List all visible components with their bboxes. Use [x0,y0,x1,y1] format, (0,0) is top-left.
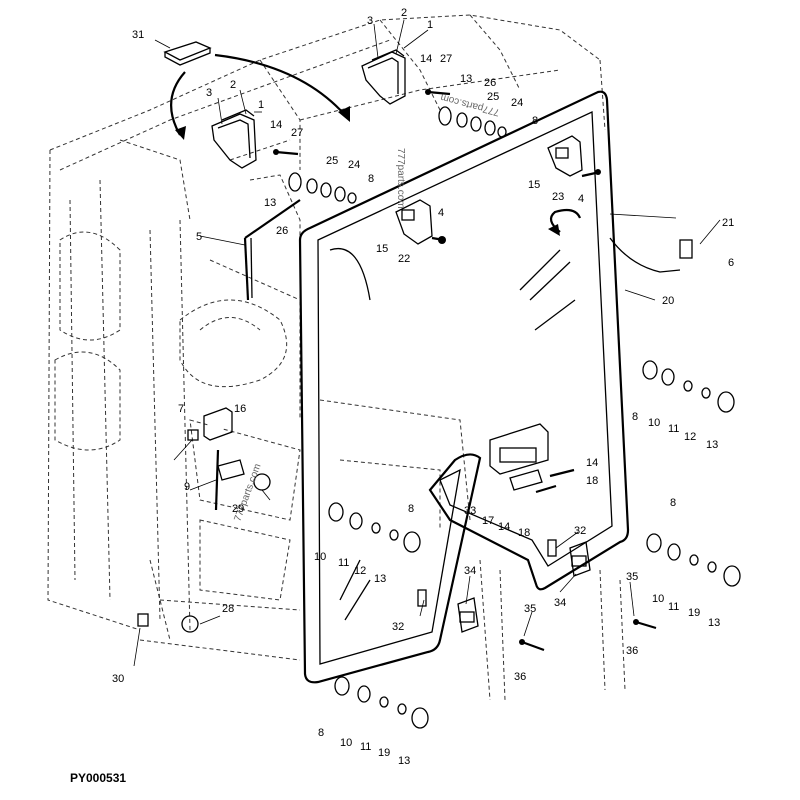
left-handle-rod [243,199,301,301]
fastener-stack-right-lower [646,533,741,587]
callout: 13 [460,73,472,85]
callout: 15 [528,179,540,191]
part-31-pad [163,41,212,66]
callout: 14 [270,119,282,131]
callout: 8 [318,727,324,739]
lower-bracket-left [457,597,479,633]
callout: 10 [340,737,352,749]
callout: 14 [586,457,598,469]
callout: 16 [234,403,246,415]
callout: 13 [374,573,386,585]
callout: 2 [401,7,407,19]
callout: 18 [518,527,530,539]
callout: 15 [376,243,388,255]
callout: 8 [670,497,676,509]
callout: 10 [314,551,326,563]
door-handle-assembly [489,423,549,491]
glass-hinge-upper [547,135,583,177]
callout: 10 [648,417,660,429]
callout: 1 [427,19,433,31]
door-glass-panel [298,90,630,684]
callout: 13 [706,439,718,451]
assembly-arrows [170,53,681,273]
callout: 12 [354,565,366,577]
callout: 36 [626,645,638,657]
callout: 32 [574,525,586,537]
fastener-stack-bottom [334,676,429,729]
callout: 12 [684,431,696,443]
callout: 17 [482,515,494,527]
callout: 6 [728,257,734,269]
callout: 26 [276,225,288,237]
callout: 29 [232,503,244,515]
callout: 33 [464,505,476,517]
callout: 19 [378,747,390,759]
cab-frame-outline [47,14,626,701]
lower-bracket-right [569,541,591,577]
callout: 34 [464,565,476,577]
callout: 7 [178,403,184,415]
callout: 31 [132,29,144,41]
callout: 27 [291,127,303,139]
callout: 4 [438,207,444,219]
callout: 10 [652,593,664,605]
callout: 22 [398,253,410,265]
latch-parts [137,407,271,633]
upper-hinge-bracket [361,49,406,105]
callout: 8 [408,503,414,515]
callout-numbers: 31 3 2 1 3 2 1 14 27 13 26 25 24 8 14 27… [112,7,734,767]
glass-reflections [329,248,576,621]
callout: 30 [112,673,124,685]
callout: 21 [722,217,734,229]
callout: 4 [578,193,584,205]
callout: 3 [367,15,373,27]
callout: 2 [230,79,236,91]
fastener-stack-top-left [288,172,357,204]
callout: 13 [264,197,276,209]
callout: 8 [368,173,374,185]
callout: 32 [392,621,404,633]
callout: 14 [498,521,510,533]
callout: 8 [632,411,638,423]
callout: 11 [338,557,349,569]
callout: 25 [326,155,338,167]
callout: 9 [184,481,190,493]
callout: 24 [511,97,523,109]
callout: 20 [662,295,674,307]
callout: 24 [348,159,360,171]
callout: 23 [552,191,564,203]
callout: 36 [514,671,526,683]
callout: 25 [487,91,499,103]
glass-hinge-middle [395,199,433,245]
callout: 14 [420,53,432,65]
callout: 26 [484,77,496,89]
callout: 11 [668,601,679,613]
callout: 8 [532,115,538,127]
callout: 19 [688,607,700,619]
callout: 11 [668,423,679,435]
screws-and-bolts [273,89,657,652]
fastener-stack-top-right [438,106,507,138]
callout: 35 [626,571,638,583]
drawing-code: PY000531 [70,771,126,785]
callout: 28 [222,603,234,615]
callout: 5 [196,231,202,243]
callout: 34 [554,597,566,609]
callout: 13 [398,755,410,767]
watermark-2: 777parts.com [395,148,406,209]
callout: 3 [206,87,212,99]
callout: 35 [524,603,536,615]
callout: 27 [440,53,452,65]
callout: 11 [360,741,371,753]
callout: 13 [708,617,720,629]
leader-lines [133,19,721,667]
callout: 18 [586,475,598,487]
left-hinge-bracket [211,109,257,169]
fastener-stack-right-upper [642,360,735,413]
fastener-stack-left-middle [328,502,421,553]
callout: 1 [258,99,264,111]
